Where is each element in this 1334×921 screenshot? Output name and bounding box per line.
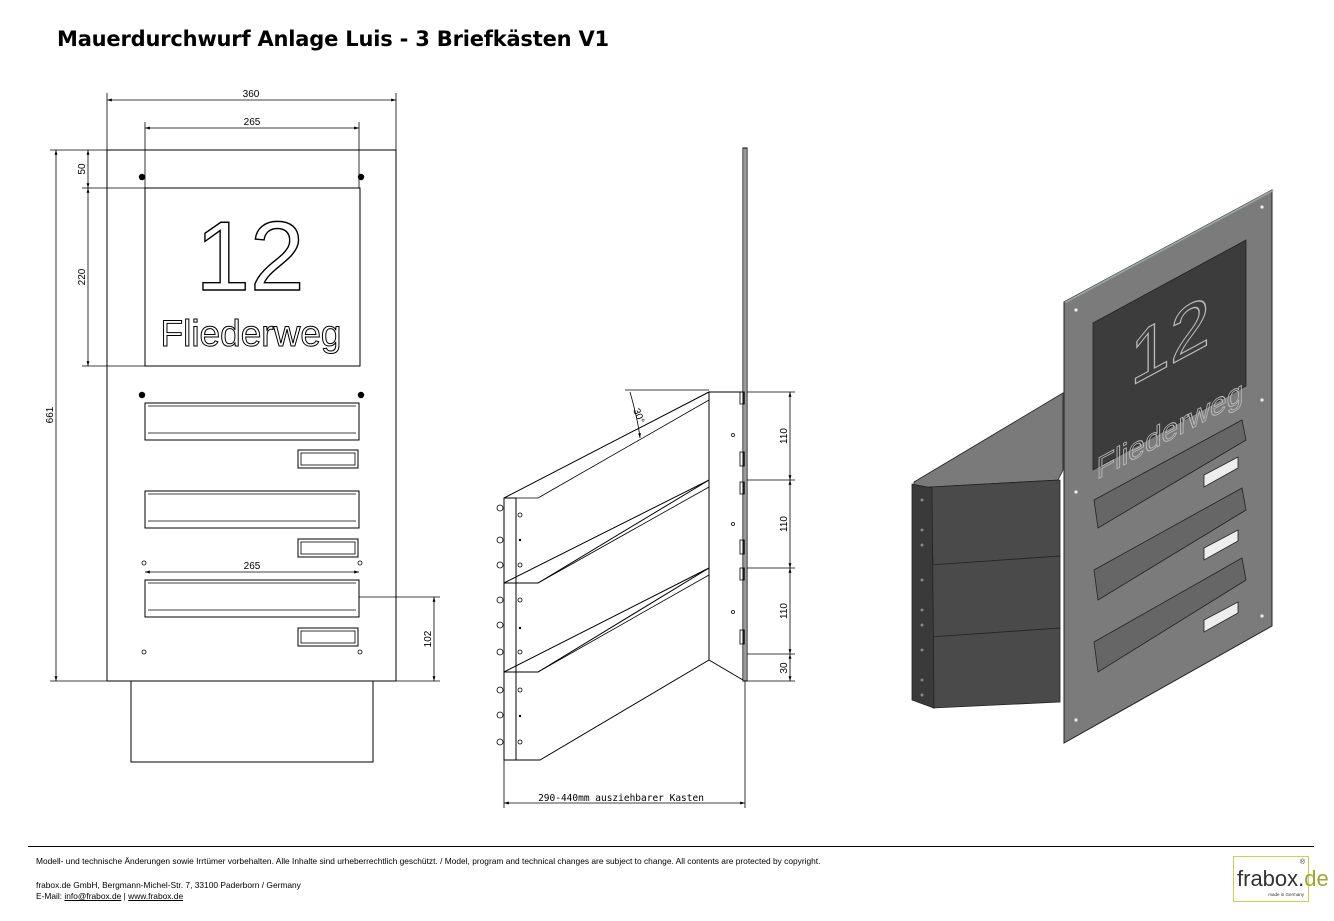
- dim-angle: 30°: [630, 407, 646, 425]
- iso-box-front-edge: [911, 483, 935, 709]
- side-box-1: [496, 391, 710, 584]
- dim-row-3: 110: [779, 603, 790, 619]
- footer-notice: Modell- und technische Änderungen sowie …: [36, 856, 821, 866]
- dim-total-height: 661: [45, 406, 56, 423]
- dim-slot-width: 265: [244, 561, 261, 572]
- email-link[interactable]: info@frabox.de: [64, 891, 122, 901]
- website-link[interactable]: www.frabox.de: [128, 891, 184, 901]
- footer-contact: E-Mail: info@frabox.de | www.frabox.de: [36, 891, 183, 901]
- dim-bottom: 30: [779, 662, 790, 674]
- contact-separator: |: [121, 891, 129, 901]
- dim-row-1: 110: [779, 428, 790, 444]
- dim-total-width: 360: [243, 89, 260, 100]
- side-box-3: [496, 567, 710, 761]
- screw-hole: [357, 391, 365, 399]
- front-view: 12 Fliederweg: [45, 89, 440, 763]
- screw-hole: [357, 649, 363, 655]
- screw-hole: [141, 649, 147, 655]
- email-prefix: E-Mail:: [36, 891, 65, 901]
- mail-slot-2: [144, 490, 360, 558]
- frabox-logo: frabox.de ® made in Germany: [1233, 856, 1329, 902]
- iso-nameplate: [1092, 239, 1247, 471]
- iso-slot-3: [1093, 557, 1247, 673]
- logo-registered: ®: [1299, 859, 1305, 866]
- screw-hole: [138, 391, 146, 399]
- iso-box-3: [929, 627, 1061, 709]
- iso-box-1: [929, 479, 1061, 566]
- wall-sleeve: [130, 680, 374, 763]
- nameplate-outline: [144, 187, 361, 367]
- dim-plate-width: 265: [244, 117, 261, 128]
- drawing-title: Mauerdurchwurf Anlage Luis - 3 Briefkäst…: [57, 27, 609, 51]
- side-plate-hinges: [731, 391, 745, 645]
- iso-slot-1: [1093, 419, 1247, 529]
- front-house-number: 12: [195, 201, 304, 311]
- footer-company: frabox.de GmbH, Bergmann-Michel-Str. 7, …: [36, 880, 301, 890]
- dim-row-2: 110: [779, 516, 790, 532]
- screw-hole: [138, 173, 146, 181]
- mail-slot-3: [144, 579, 360, 647]
- side-dimensions: 30° 110 110 110 30 290-440mm ausziehbare…: [503, 389, 795, 808]
- screw-hole: [141, 560, 147, 566]
- dim-plate-height: 220: [77, 268, 88, 285]
- iso-box-2: [929, 555, 1061, 638]
- dim-depth-label: 290-440mm ausziehbarer Kasten: [538, 793, 704, 804]
- footer-divider: [28, 846, 1314, 847]
- dim-box-height: 102: [423, 630, 434, 647]
- side-view: 30° 110 110 110 30 290-440mm ausziehbare…: [496, 147, 795, 808]
- iso-slot-2: [1093, 487, 1247, 601]
- logo-tagline: made in Germany: [1268, 892, 1304, 897]
- mail-slot-1: [144, 402, 360, 469]
- iso-view: 12 Fliederweg: [911, 189, 1274, 744]
- front-dimensions: 360 265 50 220 661 265 102: [45, 89, 440, 682]
- dim-top-margin: 50: [77, 163, 88, 175]
- side-box-2: [496, 479, 710, 673]
- screw-hole: [357, 560, 363, 566]
- technical-drawing: 12 Fliederweg: [45, 89, 1274, 808]
- iso-box-top: [913, 392, 1064, 489]
- logo-brand: frabox.de: [1237, 866, 1329, 891]
- front-street-name: Fliederweg: [161, 313, 342, 354]
